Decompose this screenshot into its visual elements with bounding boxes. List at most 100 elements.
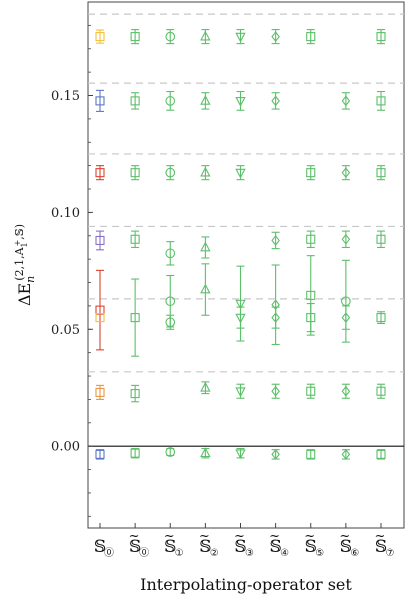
data-point: [341, 448, 351, 460]
data-point: [376, 165, 386, 181]
data-point: [271, 448, 280, 460]
data-point: [306, 230, 316, 249]
square-marker: [95, 96, 105, 106]
square-marker: [95, 313, 105, 323]
data-point: [95, 384, 105, 400]
data-point: [376, 449, 386, 460]
data-point: [165, 165, 176, 181]
triangle-down-marker: [235, 299, 246, 310]
x-tick-label-base: 𝕊: [340, 537, 352, 557]
data-point: [95, 89, 105, 112]
data-point: [271, 264, 280, 346]
y-axis-label-text: ΔEn(2,1,A1+,𝕊): [13, 224, 37, 306]
diamond-marker: [341, 167, 351, 179]
x-tick-label-subscript: ④: [280, 548, 289, 559]
data-point: [306, 383, 316, 399]
data-point: [95, 269, 105, 351]
plot-frame: [87, 1, 405, 529]
data-point: [271, 29, 280, 45]
x-tick-label: 𝕊⑤~: [304, 529, 324, 559]
x-tick-label-tilde: ~: [339, 529, 350, 544]
square-marker: [376, 234, 386, 244]
reference-lines: [88, 13, 404, 447]
x-tick-label: 𝕊④~: [269, 529, 289, 559]
x-tick-label-tilde: ~: [199, 529, 210, 544]
square-marker: [306, 234, 316, 244]
square-marker: [376, 313, 386, 323]
square-marker: [130, 32, 140, 42]
triangle-up-marker: [200, 241, 211, 252]
x-tick-label: 𝕊③~: [234, 529, 254, 559]
circle-marker: [165, 167, 176, 178]
data-point: [235, 265, 246, 342]
data-point: [341, 305, 351, 330]
data-point: [235, 383, 246, 399]
square-marker: [306, 32, 316, 42]
data-point: [165, 447, 176, 457]
data-point: [376, 230, 386, 249]
x-tick-label-subscript: ⑥: [350, 548, 359, 559]
data-point: [95, 313, 105, 323]
square-marker: [376, 449, 386, 459]
data-point: [235, 447, 246, 460]
x-axis-label: Interpolating-operator set: [140, 575, 352, 594]
triangle-down-marker: [235, 97, 246, 107]
x-tick-label-base: 𝕊: [269, 537, 281, 557]
triangle-down-marker: [235, 32, 246, 43]
data-point: [200, 29, 211, 45]
data-point: [341, 92, 351, 110]
data-point: [95, 230, 105, 251]
triangle-down-marker: [235, 168, 246, 179]
diamond-marker: [271, 312, 280, 323]
diamond-marker: [341, 312, 351, 323]
data-point: [376, 311, 386, 324]
data-point: [376, 90, 386, 111]
data-point: [235, 90, 246, 111]
data-point: [306, 29, 316, 45]
data-point: [200, 381, 211, 395]
circle-marker: [165, 96, 176, 106]
triangle-up-marker: [200, 166, 211, 177]
x-tick-label-tilde: ~: [129, 529, 140, 544]
data-point: [235, 306, 246, 329]
data-point: [306, 165, 316, 181]
data-point: [341, 165, 351, 181]
circle-marker: [165, 447, 176, 457]
data-point: [376, 29, 386, 45]
data-point: [165, 241, 176, 266]
x-tick-label: 𝕊②~: [199, 529, 219, 559]
circle-marker: [165, 31, 176, 42]
x-tick-label-tilde: ~: [269, 529, 280, 544]
data-point: [306, 303, 316, 333]
x-tick-label-base: 𝕊: [199, 537, 211, 557]
y-tick-label: 0.15: [51, 89, 80, 104]
circle-marker: [165, 317, 176, 328]
x-tick-label-subscript: ②: [210, 548, 219, 559]
square-marker: [306, 386, 316, 396]
square-marker: [130, 168, 140, 178]
y-axis-label: ΔEn(2,1,A1+,𝕊): [13, 224, 37, 306]
x-tick-label-subscript: ⑤: [315, 548, 324, 559]
x-tick-label: 𝕊⓪: [94, 537, 114, 559]
y-axis: 0.000.050.100.15: [51, 24, 93, 517]
data-point: [95, 449, 105, 460]
x-tick-label-subscript: ⓪: [139, 547, 149, 559]
square-marker: [130, 234, 140, 244]
square-marker: [95, 387, 105, 397]
data-point: [235, 29, 246, 45]
x-tick-label-tilde: ~: [375, 529, 386, 544]
diamond-marker: [341, 448, 351, 460]
square-marker: [130, 96, 140, 106]
diamond-marker: [341, 95, 351, 107]
square-marker: [95, 168, 105, 178]
x-tick-label-base: 𝕊: [234, 537, 246, 557]
square-marker: [376, 168, 386, 178]
x-tick-label: 𝕊⑦~: [375, 529, 395, 559]
data-point: [341, 383, 351, 399]
diamond-marker: [271, 31, 280, 42]
x-tick-label-base: 𝕊: [129, 537, 141, 557]
data-point: [341, 230, 351, 249]
x-tick-label-tilde: ~: [234, 529, 245, 544]
data-point: [200, 165, 211, 181]
